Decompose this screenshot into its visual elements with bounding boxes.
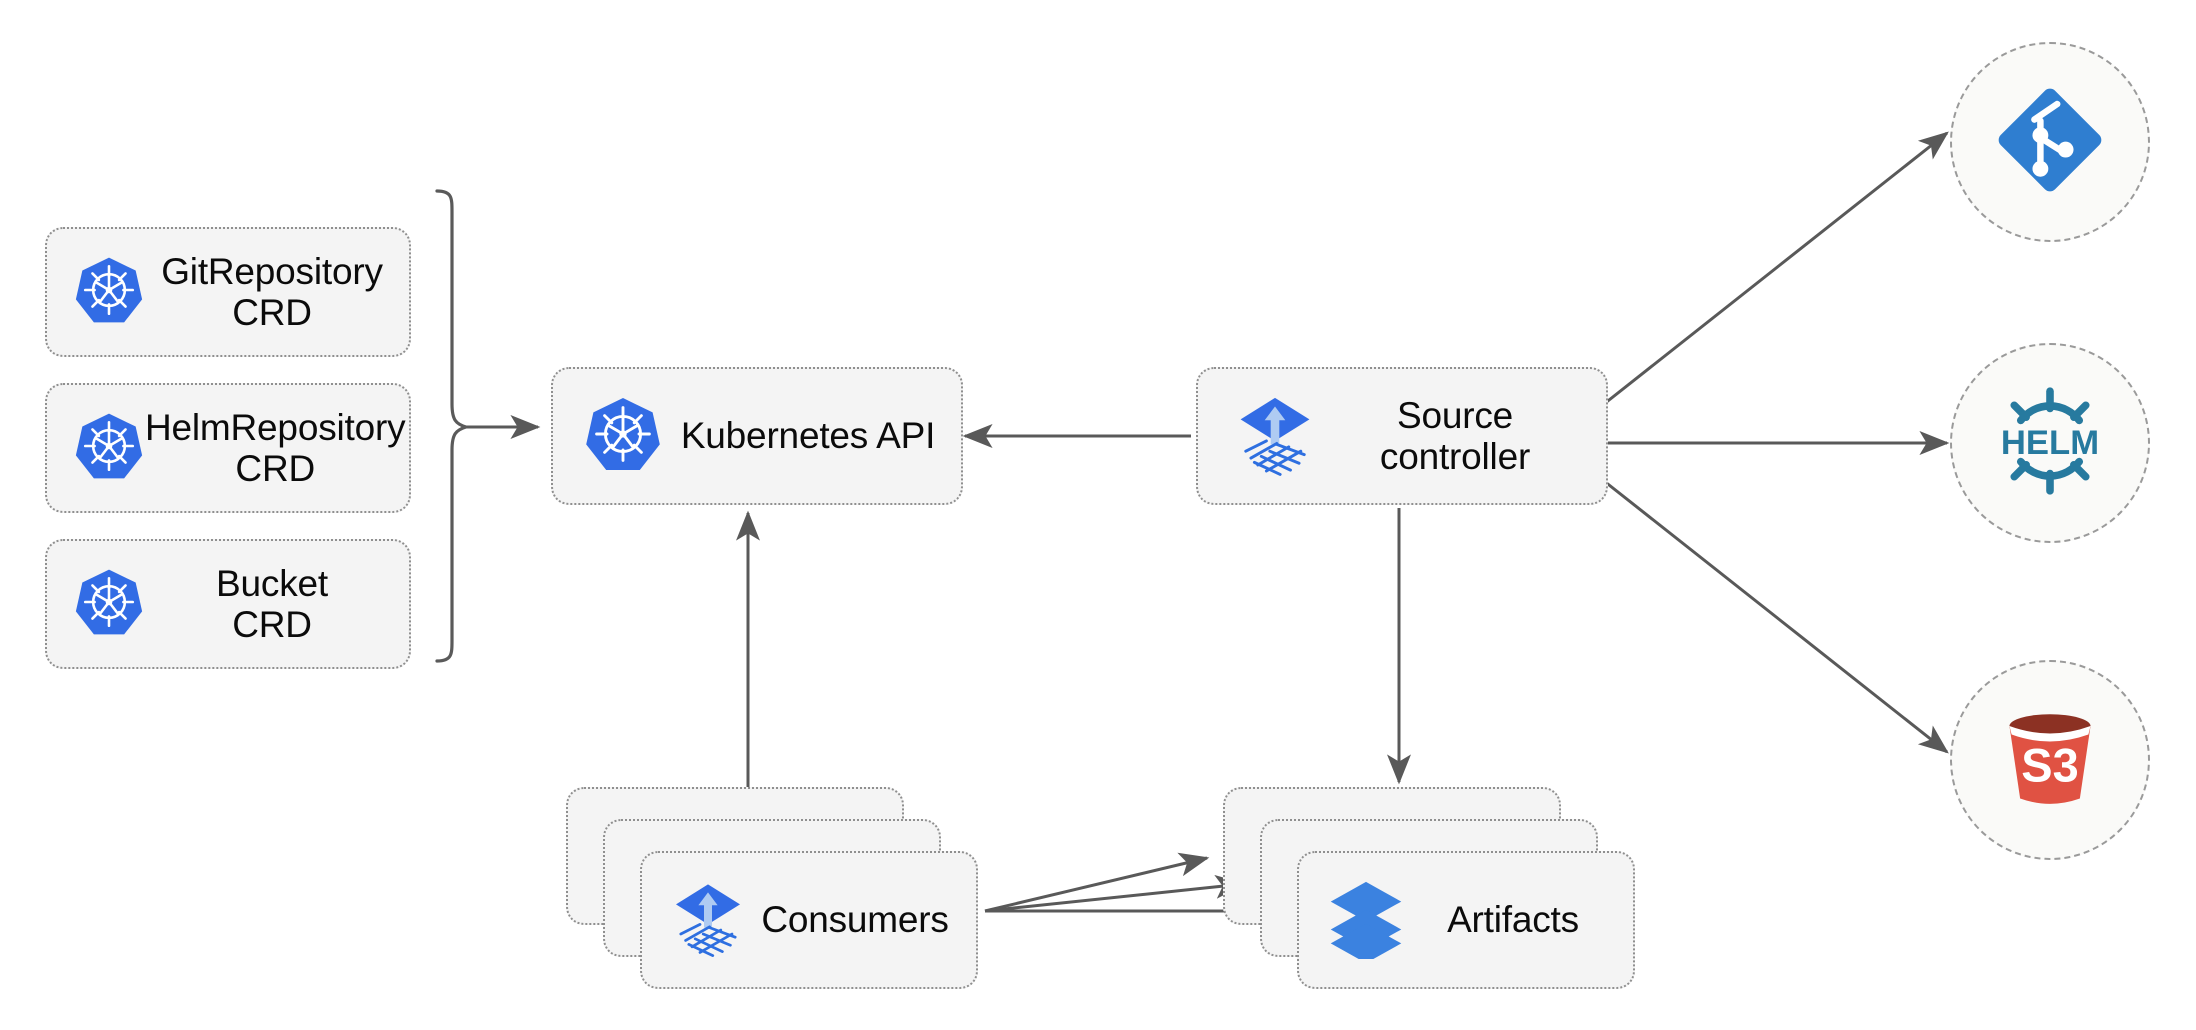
helm-icon: HELM [1985, 376, 2115, 511]
node-label: Artifacts [1447, 899, 1579, 941]
crd-node-helmrepository[interactable]: HelmRepository CRD [45, 383, 411, 513]
kubernetes-icon [73, 410, 145, 487]
s3-wordmark: S3 [2021, 739, 2078, 791]
node-source-controller[interactable]: Source controller [1196, 367, 1608, 505]
external-source-s3[interactable]: S3 [1950, 660, 2150, 860]
node-artifacts[interactable]: Artifacts [1223, 787, 1635, 989]
crd-label: Bucket CRD [216, 562, 328, 645]
crd-group-brace [435, 189, 472, 663]
kubernetes-icon [583, 394, 663, 479]
crd-node-bucket[interactable]: Bucket CRD [45, 539, 411, 669]
consumers-layer-front[interactable]: Consumers [640, 851, 978, 989]
crd-node-gitrepository[interactable]: GitRepository CRD [45, 227, 411, 357]
git-icon [1990, 80, 2110, 205]
external-source-git[interactable] [1950, 42, 2150, 242]
flux-icon [1232, 391, 1318, 482]
edge-source-controller-to-git [1603, 131, 1949, 406]
node-label: Consumers [761, 899, 949, 941]
kubernetes-icon [73, 254, 145, 331]
edge-consumers-to-artifacts-2 [984, 874, 1246, 913]
s3-bucket-icon: S3 [1986, 694, 2114, 827]
edge-consumers-to-artifacts-1 [984, 852, 1210, 913]
external-source-helm[interactable]: HELM [1950, 343, 2150, 543]
flux-icon [668, 878, 748, 963]
crd-label: HelmRepository CRD [145, 406, 406, 489]
layers-icon [1325, 877, 1407, 964]
edge-source-controller-to-s3 [1603, 479, 1949, 754]
node-consumers[interactable]: Consumers [566, 787, 978, 989]
artifacts-layer-front[interactable]: Artifacts [1297, 851, 1635, 989]
helm-wordmark: HELM [2001, 424, 2099, 462]
kubernetes-icon [73, 566, 145, 643]
crd-label: GitRepository CRD [161, 250, 383, 333]
node-label: Kubernetes API [680, 415, 936, 457]
node-label: Source controller [1379, 394, 1531, 477]
node-kubernetes-api[interactable]: Kubernetes API [551, 367, 963, 505]
